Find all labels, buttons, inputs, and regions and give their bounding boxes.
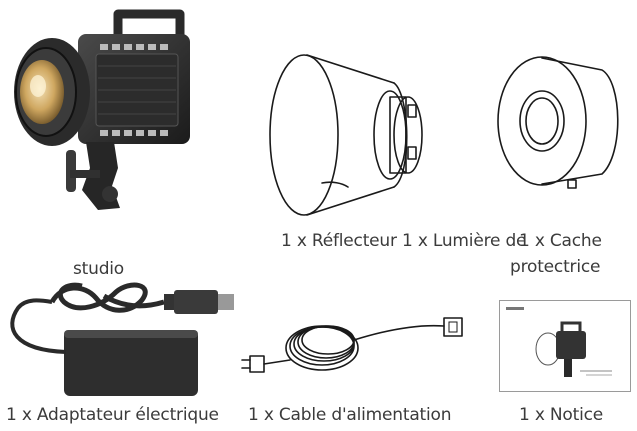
protective-cap-image [497,56,619,189]
power-cable-image [241,317,463,373]
power-cable-caption: 1 x Cable d'alimentation [248,405,452,425]
power-adapter-image [10,282,234,396]
manual-caption: 1 x Notice [519,405,603,425]
protective-cap-caption: 1 x Cache [519,231,602,251]
reflector-caption: 1 x Réflecteur [281,231,397,251]
manual-image [499,300,631,392]
protective-cap-caption-line2: protectrice [510,257,601,277]
studio-light-caption-line2: studio [73,259,125,279]
reflector-image [269,54,423,216]
studio-light-caption: 1 x Lumière de [402,231,527,251]
power-adapter-caption: 1 x Adaptateur électrique [6,405,219,425]
studio-light-image [14,9,190,210]
